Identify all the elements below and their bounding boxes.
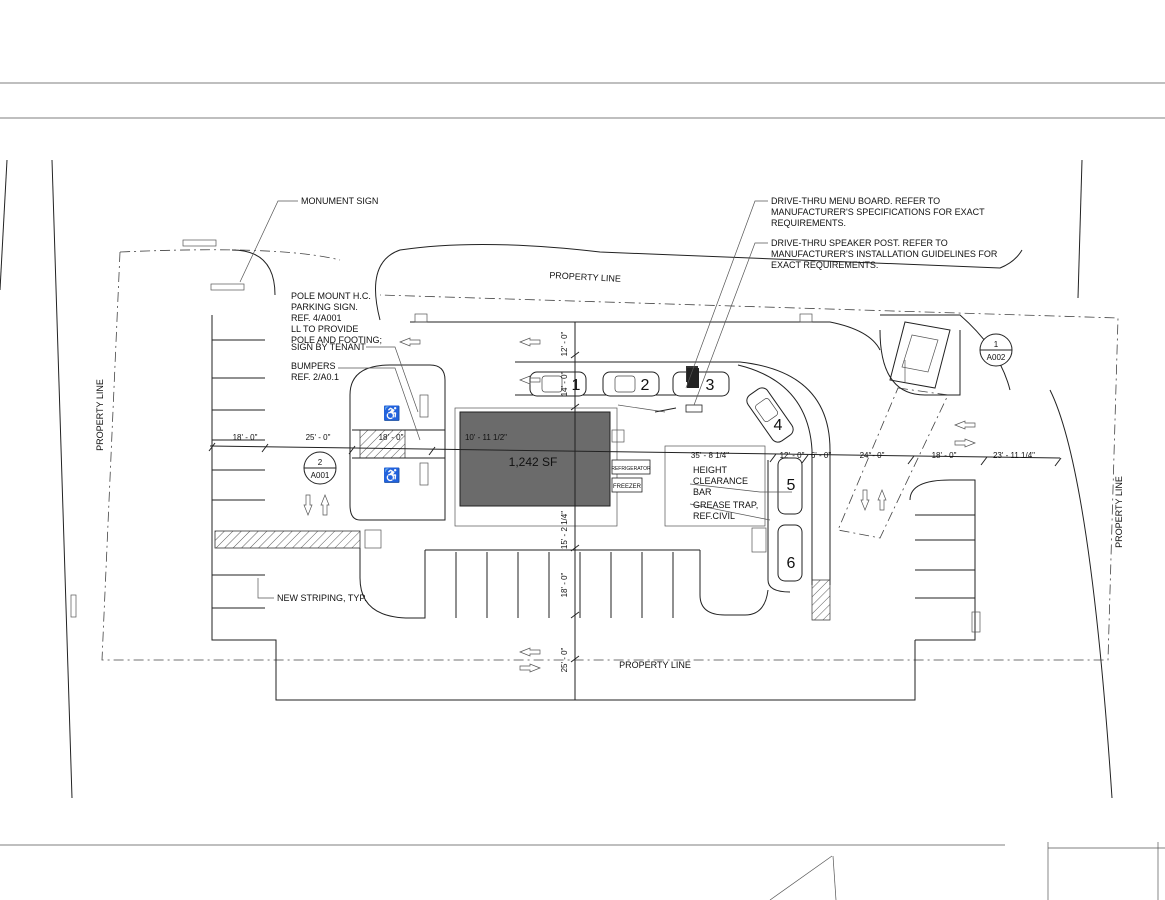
dimension-text: 25' - 0" xyxy=(560,647,569,672)
grease-trap-note: GREASE TRAP, REF.CIVIL xyxy=(693,500,761,521)
svg-text:2: 2 xyxy=(641,377,650,394)
svg-text:1: 1 xyxy=(994,340,999,349)
svg-text:4: 4 xyxy=(774,417,783,434)
queue-car: 6 xyxy=(777,524,803,582)
dimension-text: 18' - 0" xyxy=(379,433,404,442)
detail-tag-2: 2 A001 xyxy=(303,451,337,485)
right-parking-area xyxy=(909,479,981,641)
dimension-text: 18' - 0" xyxy=(560,572,569,597)
dimension-text: 15' - 2 1/4" xyxy=(560,511,569,549)
new-striping-note: NEW STRIPING, TYP. xyxy=(277,593,367,603)
svg-text:5: 5 xyxy=(787,477,796,494)
dimension-text: 25' - 0" xyxy=(306,433,331,442)
pole-mount-note: POLE MOUNT H.C. PARKING SIGN. REF. 4/A00… xyxy=(291,291,385,352)
site-curb xyxy=(70,239,1023,701)
dimension-text: 18' - 0" xyxy=(932,451,957,460)
queue-car: 3 xyxy=(672,366,730,397)
accessible-parking-area: ♿ ♿ xyxy=(349,364,446,549)
dimension-text: 12' - 0" xyxy=(780,451,805,460)
detail-tag-1: 1 A002 xyxy=(979,333,1013,367)
dimension-text: 18' - 0" xyxy=(233,433,258,442)
street-lines xyxy=(0,82,1165,900)
drive-thru-lane xyxy=(515,361,831,621)
property-line-label: PROPERTY LINE xyxy=(95,379,105,451)
bumpers-note: BUMPERS REF. 2/A0.1 xyxy=(291,361,339,382)
dimension-text: 10' - 11 1/2" xyxy=(465,433,507,442)
svg-text:6: 6 xyxy=(787,555,796,572)
dimension-text: 12' - 0" xyxy=(560,331,569,356)
height-bar-note: HEIGHT CLEARANCE BAR xyxy=(693,465,751,497)
building-area: 1,242 SF xyxy=(509,455,558,469)
property-line-label: PROPERTY LINE xyxy=(549,270,621,284)
svg-text:2: 2 xyxy=(318,458,323,467)
queue-car: 4 xyxy=(746,387,794,443)
refrigerator-label: REFRIGERATOR xyxy=(611,466,651,472)
menu-board-note: DRIVE-THRU MENU BOARD. REFER TO MANUFACT… xyxy=(771,196,987,228)
dimension-text: 14' - 0" xyxy=(560,371,569,396)
svg-text:3: 3 xyxy=(706,377,715,394)
queue-car: 2 xyxy=(602,371,660,397)
dimension-text: 35' - 8 1/4" xyxy=(691,451,729,460)
traffic-arrows xyxy=(303,337,976,673)
dimension-text: 6' - 0" xyxy=(811,451,832,460)
leader-lines xyxy=(239,200,792,599)
freezer-label: FREEZER xyxy=(613,484,642,490)
property-line-label: PROPERTY LINE xyxy=(1114,476,1124,548)
speaker-post-note: DRIVE-THRU SPEAKER POST. REFER TO MANUFA… xyxy=(771,238,1000,270)
monument-sign-note: MONUMENT SIGN xyxy=(301,196,378,206)
svg-text:A002: A002 xyxy=(987,353,1006,362)
queue-car: 5 xyxy=(777,457,803,515)
building xyxy=(454,404,666,527)
svg-text:1: 1 xyxy=(572,377,581,394)
trash-enclosure xyxy=(837,321,961,539)
speaker-post xyxy=(685,404,703,413)
queue-car: 1 xyxy=(529,371,587,397)
dimension-text: 23' - 11 1/4" xyxy=(993,451,1035,460)
accessible-icon: ♿ xyxy=(383,467,400,484)
menu-board xyxy=(687,368,699,388)
bottom-parking-stalls xyxy=(425,527,769,618)
property-line-label: PROPERTY LINE xyxy=(619,660,691,670)
accessible-icon: ♿ xyxy=(383,405,400,422)
dimension-lines xyxy=(208,322,1062,700)
dimension-text: 24' - 0" xyxy=(860,451,885,460)
left-parking-stalls xyxy=(212,339,426,619)
svg-text:A001: A001 xyxy=(311,471,330,480)
